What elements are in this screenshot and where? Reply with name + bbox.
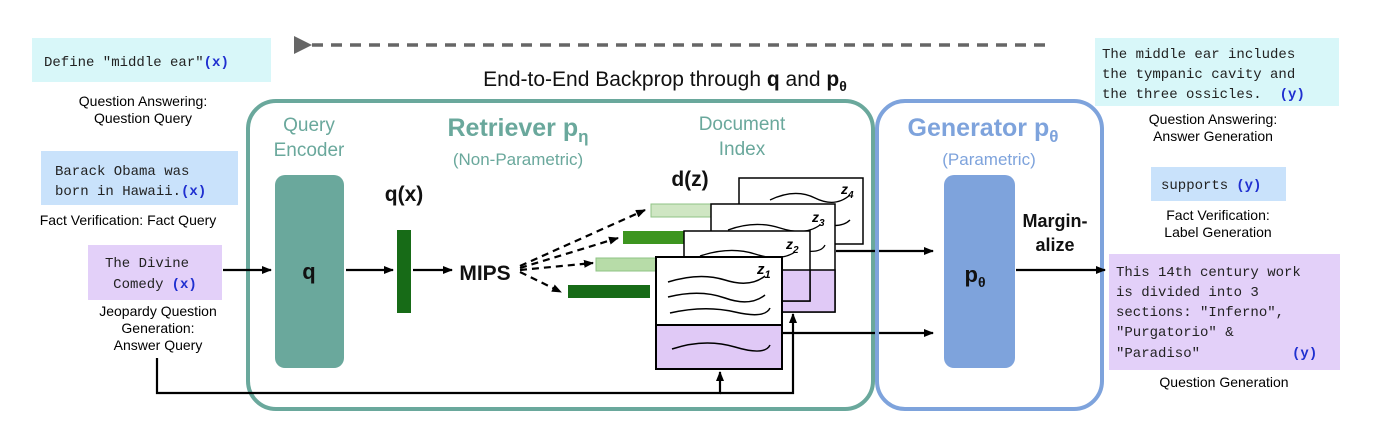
svg-text:is divided into 3: is divided into 3 bbox=[1116, 285, 1259, 301]
svg-text:"Purgatorio" &: "Purgatorio" & bbox=[1116, 325, 1234, 341]
doc-vector-1 bbox=[568, 285, 650, 298]
input-feedback-line bbox=[155, 358, 724, 395]
svg-text:Barack Obama was: Barack Obama was bbox=[55, 164, 189, 180]
svg-text:z2: z2 bbox=[785, 236, 799, 256]
query-encoder-block bbox=[275, 175, 344, 368]
mips-arrows bbox=[519, 208, 646, 293]
svg-text:The middle ear includes: The middle ear includes bbox=[1102, 47, 1295, 63]
input-feedback-line-2 bbox=[720, 313, 797, 395]
svg-text:born in Hawaii.(x): born in Hawaii.(x) bbox=[55, 184, 206, 200]
query-encoder-label-2: Encoder bbox=[274, 140, 345, 161]
svg-text:supports(y): supports(y) bbox=[1161, 178, 1261, 194]
output-fact-verification: supports(y) Fact Verification: Label Gen… bbox=[1151, 167, 1286, 240]
mips-label: MIPS bbox=[459, 262, 510, 285]
query-encoder-q: q bbox=[302, 259, 315, 284]
svg-text:The Divine: The Divine bbox=[105, 256, 189, 272]
input-qa: Define "middle ear"(x) Question Answerin… bbox=[32, 38, 271, 126]
svg-text:the three ossicles.(y): the three ossicles.(y) bbox=[1102, 87, 1305, 103]
svg-text:z1: z1 bbox=[756, 261, 771, 281]
output-question-generation: This 14th century work is divided into 3… bbox=[1109, 254, 1340, 390]
svg-text:Question Generation: Question Generation bbox=[1159, 374, 1288, 390]
svg-text:z3: z3 bbox=[811, 209, 825, 229]
generator-block-label: pθ bbox=[964, 262, 985, 290]
document-index-label: Document bbox=[699, 114, 786, 135]
svg-text:Jeopardy Question: Jeopardy Question bbox=[99, 303, 217, 319]
svg-text:Answer Query: Answer Query bbox=[114, 337, 203, 353]
dz-label: d(z) bbox=[671, 168, 708, 191]
svg-text:Question Answering:: Question Answering: bbox=[1149, 111, 1277, 127]
marginalize-label: Margin- bbox=[1023, 211, 1088, 231]
retriever-subtitle: (Non-Parametric) bbox=[453, 150, 583, 169]
query-vector bbox=[397, 230, 411, 313]
backprop-label: End-to-End Backprop through q and pθ bbox=[483, 68, 847, 94]
marginalize-label-2: alize bbox=[1035, 235, 1074, 255]
svg-text:"Paradiso"(y): "Paradiso"(y) bbox=[1116, 346, 1317, 362]
generator-block bbox=[944, 175, 1015, 368]
svg-text:This 14th century work: This 14th century work bbox=[1116, 265, 1301, 281]
retriever-title: Retriever pη bbox=[447, 114, 588, 146]
output-qa: The middle ear includes the tympanic cav… bbox=[1095, 38, 1339, 144]
svg-text:Label Generation: Label Generation bbox=[1164, 224, 1271, 240]
svg-text:the tympanic cavity and: the tympanic cavity and bbox=[1102, 67, 1295, 83]
retriever-container bbox=[246, 99, 875, 411]
svg-text:Question Answering:: Question Answering: bbox=[79, 93, 207, 109]
generator-container bbox=[875, 99, 1104, 411]
svg-text:Define "middle ear"(x): Define "middle ear"(x) bbox=[44, 55, 229, 71]
input-jeopardy: The Divine Comedy(x) Jeopardy Question G… bbox=[88, 245, 222, 353]
svg-text:Fact Verification: Fact Query: Fact Verification: Fact Query bbox=[40, 212, 217, 228]
svg-text:Question Query: Question Query bbox=[94, 110, 192, 126]
svg-text:Answer Generation: Answer Generation bbox=[1153, 128, 1273, 144]
svg-text:Fact Verification:: Fact Verification: bbox=[1166, 207, 1270, 223]
input-fact-verification: Barack Obama was born in Hawaii.(x) Fact… bbox=[40, 151, 238, 228]
doc-vector-3 bbox=[623, 231, 693, 244]
svg-text:z4: z4 bbox=[840, 181, 854, 201]
document-z1: z1 bbox=[655, 256, 783, 370]
generator-subtitle: (Parametric) bbox=[942, 150, 1036, 169]
document-index-label-2: Index bbox=[719, 139, 766, 160]
query-encoder-label: Query bbox=[283, 115, 335, 136]
svg-text:sections: "Inferno",: sections: "Inferno", bbox=[1116, 305, 1284, 321]
svg-text:Generation:: Generation: bbox=[121, 320, 194, 336]
qx-label: q(x) bbox=[385, 183, 424, 206]
generator-title: Generator pθ bbox=[908, 114, 1059, 146]
svg-text:Comedy(x): Comedy(x) bbox=[113, 277, 197, 293]
